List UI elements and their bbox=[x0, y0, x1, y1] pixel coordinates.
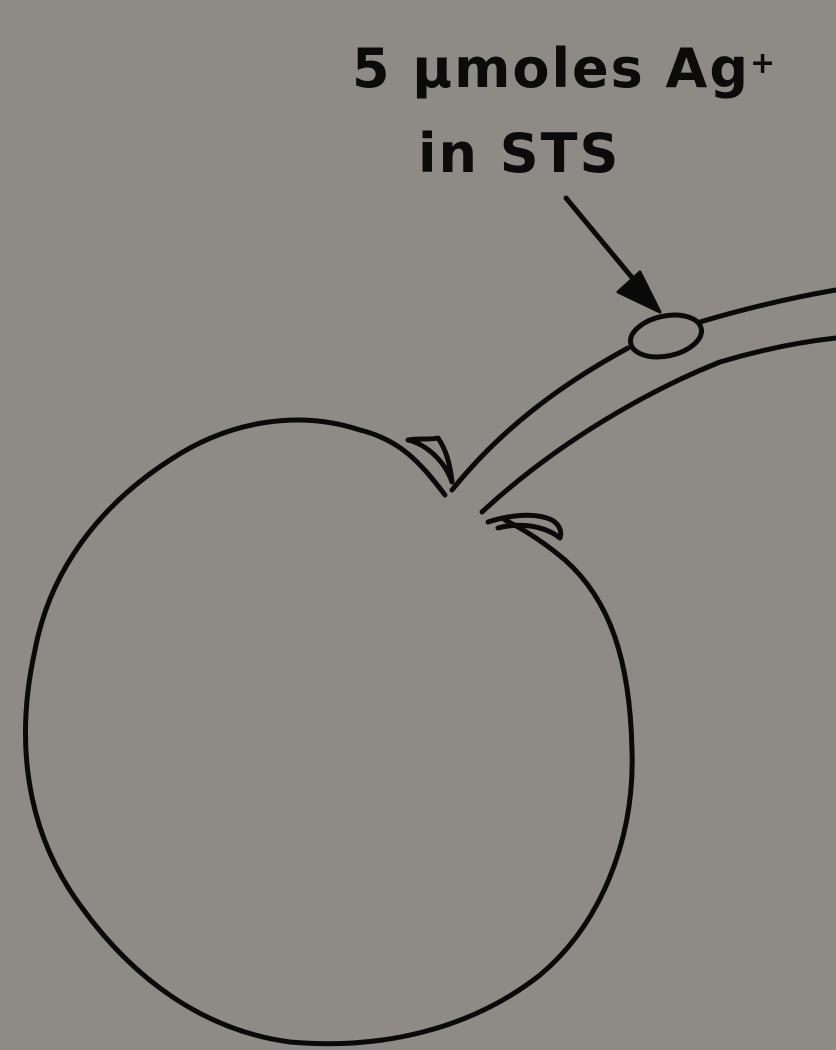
annotation-line-2: in STS bbox=[418, 127, 620, 181]
right-sepal bbox=[488, 515, 561, 538]
annotation-line-1-text: 5 µmoles Ag bbox=[352, 37, 750, 100]
stalk-lower-edge bbox=[482, 338, 836, 512]
annotation-line-1: 5 µmoles Ag+ bbox=[352, 42, 777, 96]
fruit-outline bbox=[25, 420, 632, 1044]
pointer-arrow-head bbox=[618, 272, 660, 312]
stalk-upper-edge bbox=[452, 348, 628, 490]
silver-application-spot bbox=[627, 309, 706, 363]
annotation-superscript: + bbox=[750, 46, 777, 81]
stalk-upper-edge-right bbox=[700, 290, 836, 322]
